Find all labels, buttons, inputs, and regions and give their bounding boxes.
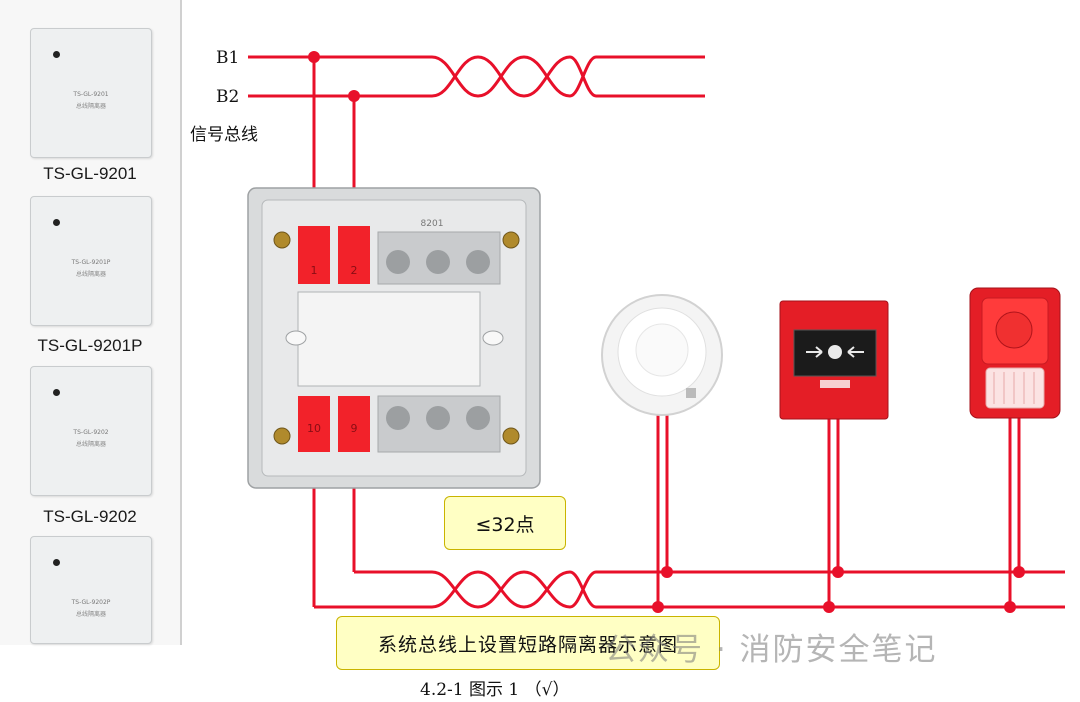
indicator-led-icon <box>53 389 60 396</box>
signal-bus-label: 信号总线 <box>190 125 258 145</box>
isolator-face-name: 总线隔离器 <box>75 271 106 278</box>
indicator-led-icon <box>53 51 60 58</box>
junction-dot <box>661 566 673 578</box>
junction-dot <box>1004 601 1016 613</box>
screw-icon <box>502 231 520 249</box>
isolator-image: TS-GL-9201 总线隔离器 <box>30 28 152 158</box>
terminal-hole <box>386 250 410 274</box>
screw-icon <box>273 231 291 249</box>
twisted-pair-c <box>431 570 1065 609</box>
indicator-led-icon <box>53 559 60 566</box>
isolator-face-code: TS-GL-9202 <box>73 429 109 436</box>
terminal-1 <box>298 226 330 284</box>
isolator-face-name: 总线隔离器 <box>75 103 106 110</box>
terminal-2 <box>338 226 370 284</box>
device-count-callout: ≤32点 <box>444 496 566 550</box>
terminal-hole <box>466 406 490 430</box>
terminal-label: 1 <box>311 264 318 277</box>
isolator-image: TS-GL-9202P 总线隔离器 <box>30 536 152 644</box>
isolator-face-code: TS-GL-9202P <box>71 599 111 606</box>
isolator-face-code: TS-GL-9201P <box>71 259 111 266</box>
sound-light-alarm-icon <box>969 287 1061 419</box>
terminal-hole <box>426 406 450 430</box>
twisted-pair-a <box>431 55 705 98</box>
junction-dot <box>832 566 844 578</box>
isolator-model-label: TS-GL-9202 <box>43 507 137 526</box>
terminal-label: 2 <box>351 264 358 277</box>
terminal-hole <box>466 250 490 274</box>
isolator-model-label: TS-GL-9201 <box>43 164 137 183</box>
bus-label-b1: B1 <box>216 48 240 68</box>
terminal-10 <box>298 396 330 452</box>
twisted-pair-b <box>431 55 705 98</box>
isolator-image: TS-GL-9202 总线隔离器 <box>30 366 152 496</box>
isolator-base: 1 2 8201 10 9 <box>247 187 541 489</box>
screw-icon <box>273 427 291 445</box>
diagram-caption: 系统总线上设置短路隔离器示意图 <box>336 616 720 670</box>
isolator-face-name: 总线隔离器 <box>75 611 106 618</box>
junction-dot <box>652 601 664 613</box>
isolator-model-label: TS-GL-9201P <box>37 336 143 355</box>
twisted-pair-d <box>431 570 1065 609</box>
bus-wires <box>248 55 1065 609</box>
watermark: 公众号 · 消防安全笔记 <box>605 632 938 668</box>
indicator-led-icon <box>53 219 60 226</box>
terminal-label: 10 <box>307 422 321 435</box>
junction-dot <box>823 601 835 613</box>
junction-dot <box>308 51 320 63</box>
isolator-sidebar: TS-GL-9201 总线隔离器 TS-GL-9201 TS-GL-9201P … <box>0 0 182 645</box>
bus-label-b2: B2 <box>216 87 240 107</box>
junction-dot <box>1013 566 1025 578</box>
manual-call-point-icon <box>779 300 889 420</box>
junction-dots <box>308 51 1025 613</box>
figure-caption: 4.2-1 图示 1 （√） <box>420 680 570 700</box>
terminal-hole <box>386 406 410 430</box>
terminal-9 <box>338 396 370 452</box>
base-center-mark: 8201 <box>421 219 444 229</box>
screw-icon <box>502 427 520 445</box>
terminal-label: 9 <box>351 422 358 435</box>
isolator-face-code: TS-GL-9201 <box>73 91 109 98</box>
smoke-detector-icon <box>601 294 723 416</box>
junction-dot <box>348 90 360 102</box>
isolator-face-name: 总线隔离器 <box>75 441 106 448</box>
terminal-hole <box>426 250 450 274</box>
isolator-image: TS-GL-9201P 总线隔离器 <box>30 196 152 326</box>
